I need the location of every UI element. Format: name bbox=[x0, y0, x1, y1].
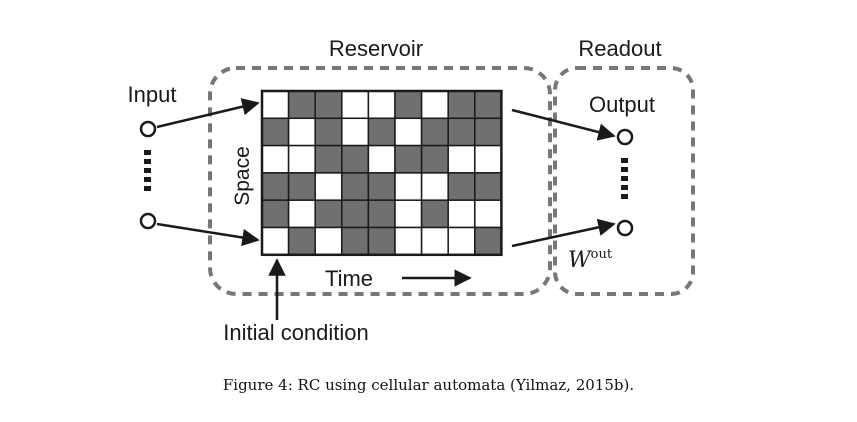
ca-cell bbox=[341, 199, 370, 229]
readout-title: Readout bbox=[578, 36, 661, 61]
ca-cell bbox=[367, 144, 396, 174]
ca-cell bbox=[420, 90, 449, 120]
cellular-automata-grid bbox=[260, 89, 503, 257]
weight-symbol: W bbox=[568, 248, 593, 273]
readout-box bbox=[553, 66, 695, 296]
ca-cell bbox=[314, 199, 343, 229]
ca-cell bbox=[420, 199, 449, 229]
ca-cell bbox=[314, 144, 343, 174]
ca-cell bbox=[261, 117, 290, 147]
ca-cell bbox=[314, 226, 343, 256]
ca-cell bbox=[420, 144, 449, 174]
input-arrow-bottom bbox=[156, 222, 260, 247]
ca-cell bbox=[420, 117, 449, 147]
ca-cell bbox=[447, 172, 476, 201]
ca-cell bbox=[447, 144, 476, 174]
ca-cell bbox=[394, 172, 423, 201]
ca-cell bbox=[287, 117, 316, 147]
time-axis-label: Time bbox=[325, 266, 373, 291]
ca-cell bbox=[367, 90, 396, 120]
output-ellipsis-icon bbox=[621, 158, 628, 199]
output-node-top bbox=[616, 128, 634, 146]
ca-cell bbox=[287, 199, 316, 229]
ca-cell bbox=[474, 144, 503, 174]
ca-cell bbox=[367, 199, 396, 229]
ca-cell bbox=[341, 90, 370, 120]
ca-cell bbox=[474, 172, 503, 201]
ca-cell bbox=[420, 172, 449, 201]
ca-cell bbox=[447, 90, 476, 120]
ca-cell bbox=[394, 226, 423, 256]
ca-cell bbox=[394, 144, 423, 174]
output-node-bottom bbox=[616, 219, 634, 237]
ca-cell bbox=[287, 226, 316, 256]
ca-cell bbox=[394, 90, 423, 120]
ca-cell bbox=[420, 226, 449, 256]
ca-cell bbox=[474, 199, 503, 229]
ca-cell bbox=[261, 172, 290, 201]
input-ellipsis-icon bbox=[144, 150, 151, 191]
figure-caption: Figure 4: RC using cellular automata (Yi… bbox=[222, 376, 635, 394]
ca-cell bbox=[474, 226, 503, 256]
ca-cell bbox=[447, 226, 476, 256]
ca-cell bbox=[447, 199, 476, 229]
weight-superscript: out bbox=[591, 247, 613, 262]
input-label: Input bbox=[128, 82, 177, 107]
ca-cell bbox=[261, 90, 290, 120]
ca-cell bbox=[474, 90, 503, 120]
readout-weight-label: Wout bbox=[568, 247, 613, 273]
ca-cell bbox=[341, 144, 370, 174]
ca-cell bbox=[314, 117, 343, 147]
ca-cell bbox=[287, 172, 316, 201]
ca-cell bbox=[367, 172, 396, 201]
input-node-bottom bbox=[139, 212, 157, 230]
ca-cell bbox=[261, 199, 290, 229]
ca-cell bbox=[287, 90, 316, 120]
ca-cell bbox=[261, 226, 290, 256]
input-node-top bbox=[139, 120, 157, 138]
ca-cell bbox=[314, 90, 343, 120]
reservoir-box bbox=[208, 66, 552, 296]
ca-cell bbox=[447, 117, 476, 147]
ca-cell bbox=[394, 117, 423, 147]
ca-cell bbox=[394, 199, 423, 229]
ca-cell bbox=[287, 144, 316, 174]
ca-cell bbox=[474, 117, 503, 147]
output-arrow-top bbox=[511, 108, 616, 141]
initial-condition-label: Initial condition bbox=[223, 320, 369, 345]
ca-cell bbox=[367, 117, 396, 147]
ca-grid-border bbox=[260, 89, 503, 257]
ca-cell bbox=[314, 172, 343, 201]
ca-cell bbox=[367, 226, 396, 256]
ca-cell bbox=[341, 226, 370, 256]
reservoir-title: Reservoir bbox=[329, 36, 423, 61]
output-label: Output bbox=[589, 92, 655, 117]
space-axis-label: Space bbox=[231, 146, 254, 206]
ca-cell bbox=[341, 172, 370, 201]
input-arrow-top bbox=[156, 98, 260, 129]
ca-cell bbox=[341, 117, 370, 147]
output-arrow-bottom bbox=[511, 218, 616, 248]
ca-cell bbox=[261, 144, 290, 174]
